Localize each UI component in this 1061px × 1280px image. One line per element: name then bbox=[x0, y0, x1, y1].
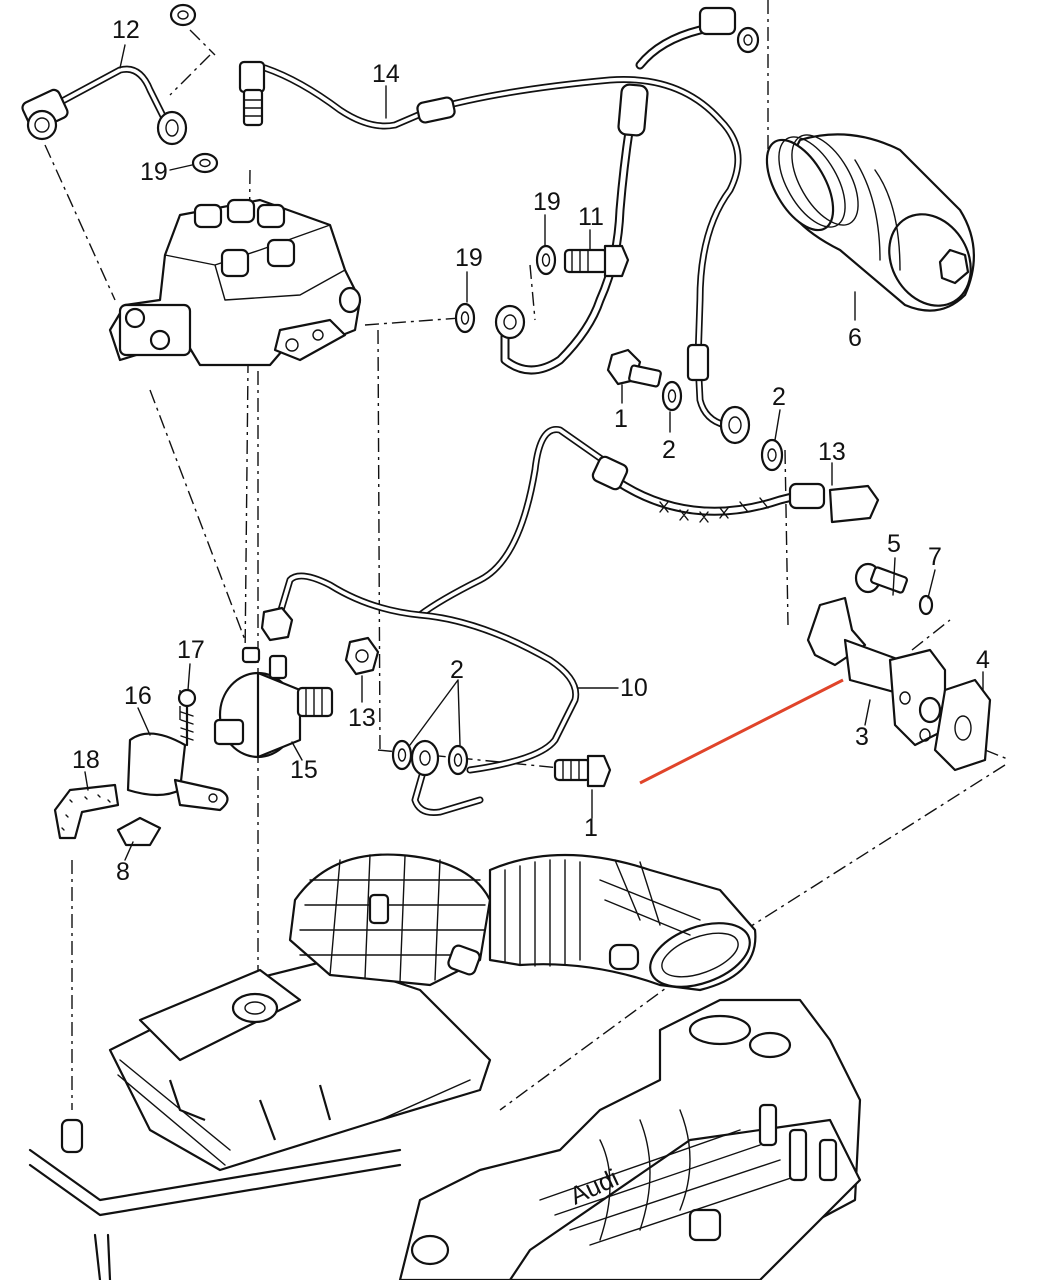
washer-2-a[interactable] bbox=[661, 380, 683, 412]
banjo-fitting-low[interactable] bbox=[410, 739, 440, 777]
cold-start-valve-3[interactable] bbox=[806, 596, 947, 747]
air-flow-sensor-housing[interactable] bbox=[108, 853, 492, 1172]
sleeve-18[interactable] bbox=[53, 783, 120, 840]
label-19-a: 19 bbox=[140, 158, 168, 186]
leader-lines bbox=[84, 44, 984, 861]
fuel-filter-6[interactable] bbox=[753, 124, 987, 320]
pressure-regulator-15[interactable] bbox=[213, 646, 334, 759]
fuel-line-12[interactable] bbox=[21, 65, 188, 146]
washer-7[interactable] bbox=[918, 594, 934, 616]
label-8: 8 bbox=[116, 858, 130, 886]
label-4: 4 bbox=[976, 646, 990, 674]
washer-2-b[interactable] bbox=[760, 438, 784, 472]
washer-19-c[interactable] bbox=[535, 244, 557, 276]
highlight-pointer bbox=[639, 678, 844, 785]
clamp-16[interactable] bbox=[126, 732, 229, 812]
label-15: 15 bbox=[290, 756, 318, 784]
label-12: 12 bbox=[112, 16, 140, 44]
intake-manifold[interactable]: Audi bbox=[398, 998, 862, 1280]
washer-top[interactable] bbox=[169, 3, 197, 27]
bolt-5[interactable] bbox=[854, 562, 908, 594]
banjo-bolt-11[interactable] bbox=[563, 244, 630, 278]
screw-17[interactable] bbox=[177, 688, 197, 747]
label-16: 16 bbox=[124, 682, 152, 710]
fuel-line-14[interactable] bbox=[251, 64, 742, 364]
banjo-bolt-1-a[interactable] bbox=[606, 348, 662, 388]
callout-labels: 12 14 19 19 19 11 6 1 2 2 13 5 7 4 3 17 … bbox=[72, 16, 990, 886]
banjo-fitting-mid[interactable] bbox=[686, 343, 751, 445]
washer-2-d[interactable] bbox=[447, 744, 469, 776]
label-5: 5 bbox=[887, 530, 901, 558]
label-2-b: 2 bbox=[772, 383, 786, 411]
washer-19-a[interactable] bbox=[191, 152, 219, 174]
engine-outline bbox=[28, 1148, 402, 1280]
label-14: 14 bbox=[372, 60, 400, 88]
fuel-hose-return[interactable] bbox=[494, 83, 649, 375]
label-1-a: 1 bbox=[614, 405, 628, 433]
washer-19-b[interactable] bbox=[454, 302, 476, 334]
label-2-c: 2 bbox=[450, 656, 464, 684]
label-19-c: 19 bbox=[455, 244, 483, 272]
fuel-hose-13[interactable] bbox=[416, 426, 880, 619]
fuel-line-10[interactable] bbox=[260, 572, 580, 816]
label-3: 3 bbox=[855, 723, 869, 751]
label-18: 18 bbox=[72, 746, 100, 774]
intake-air-boot[interactable] bbox=[488, 853, 758, 999]
label-11: 11 bbox=[578, 203, 604, 231]
banjo-bolt-1-b[interactable] bbox=[553, 754, 612, 788]
label-6: 6 bbox=[848, 324, 862, 352]
gasket-4[interactable] bbox=[933, 678, 992, 772]
label-1-b: 1 bbox=[584, 814, 598, 842]
label-13-b: 13 bbox=[348, 704, 376, 732]
fuel-distributor[interactable] bbox=[108, 198, 362, 367]
bracket-8[interactable] bbox=[116, 816, 162, 847]
label-13-a: 13 bbox=[818, 438, 846, 466]
label-17: 17 bbox=[177, 636, 205, 664]
banjo-fitting-top[interactable] bbox=[238, 60, 266, 127]
label-10: 10 bbox=[620, 674, 648, 702]
fuel-hose-filter[interactable] bbox=[635, 6, 760, 70]
plug[interactable] bbox=[60, 1118, 84, 1154]
washer-2-c[interactable] bbox=[391, 739, 413, 771]
union-nut-13[interactable] bbox=[344, 636, 380, 676]
label-7: 7 bbox=[928, 543, 942, 571]
label-2-a: 2 bbox=[662, 436, 676, 464]
label-19-b: 19 bbox=[533, 188, 561, 216]
